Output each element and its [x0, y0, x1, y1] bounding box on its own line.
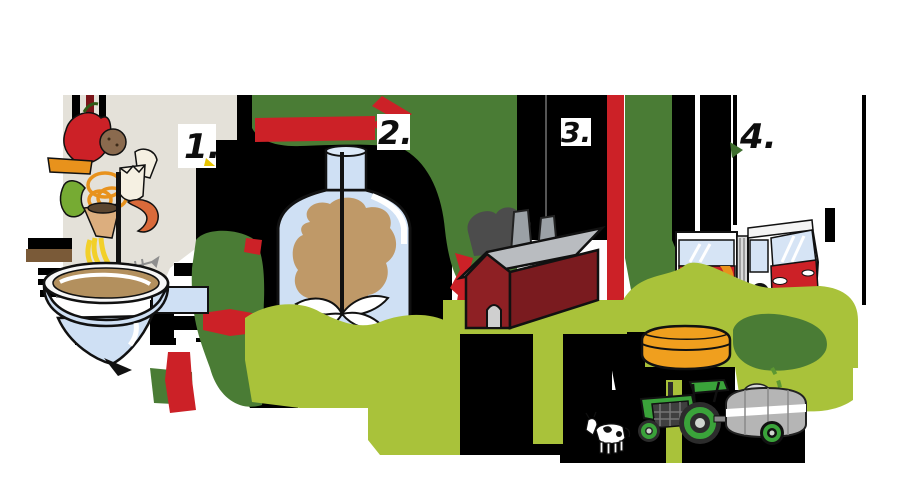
potato-icon	[99, 128, 127, 156]
factory-wall	[508, 248, 600, 330]
tractor-icon	[638, 378, 730, 444]
slurry-trailer-icon	[713, 383, 807, 445]
stirrer-rod	[116, 172, 121, 294]
carrot-icon	[47, 157, 93, 175]
step-label-2: 2.	[378, 114, 412, 152]
jar-stirrer-rod	[340, 152, 344, 316]
step-label-4: 4.	[739, 117, 777, 157]
step-label-3: 3.	[561, 116, 591, 149]
red-ribbon-arrow-icon	[165, 95, 624, 413]
shrimp-icon	[126, 198, 159, 233]
cow-icon	[585, 411, 631, 455]
step-labels: 1. 2. 3. 4.	[178, 114, 777, 168]
step-label-1: 1.	[184, 127, 221, 167]
storage-tank-icon	[640, 324, 732, 371]
bus-front-section	[747, 219, 820, 301]
apple-core-icon	[59, 180, 86, 218]
factory-door	[486, 304, 502, 329]
digestate-mass	[292, 197, 397, 314]
biogas-plant-icon	[456, 207, 606, 330]
food-scraps-icon	[47, 102, 160, 276]
bowl-slurry	[52, 267, 160, 299]
food-waste-mixer-icon	[42, 172, 209, 376]
leaf-bush-icon	[733, 313, 827, 371]
